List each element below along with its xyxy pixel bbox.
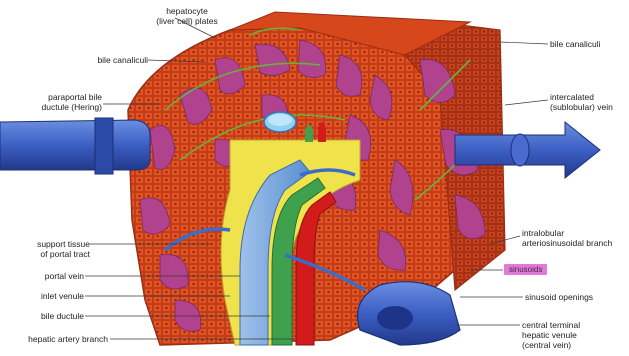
label-paraportal-bile-ductule: paraportal bile ductule (Hering) xyxy=(10,92,102,112)
label-inlet-venule: inlet venule xyxy=(6,291,84,301)
label-central-terminal-venule: central terminal hepatic venule (central… xyxy=(522,320,622,350)
label-hepatocyte-plates: hepatocyte (liver cell) plates xyxy=(132,6,242,26)
label-sinusoid-openings: sinusoid openings xyxy=(525,292,625,302)
label-support-tissue: support tissue of portal tract xyxy=(6,239,90,259)
label-portal-vein: portal vein xyxy=(6,271,84,281)
label-sinusoids: sinusoids xyxy=(504,264,547,275)
label-bile-ductule: bile ductule xyxy=(6,311,84,321)
label-bile-canaliculi-right: bile canaliculi xyxy=(550,39,626,49)
label-hepatic-artery-branch: hepatic artery branch xyxy=(2,334,108,344)
label-intralobular-branch: intralobular arteriosinusoidal branch xyxy=(522,228,627,248)
label-bile-canaliculi-left: bile canaliculi xyxy=(60,55,148,65)
label-intercalated-vein: intercalated (sublobular) vein xyxy=(550,92,626,112)
